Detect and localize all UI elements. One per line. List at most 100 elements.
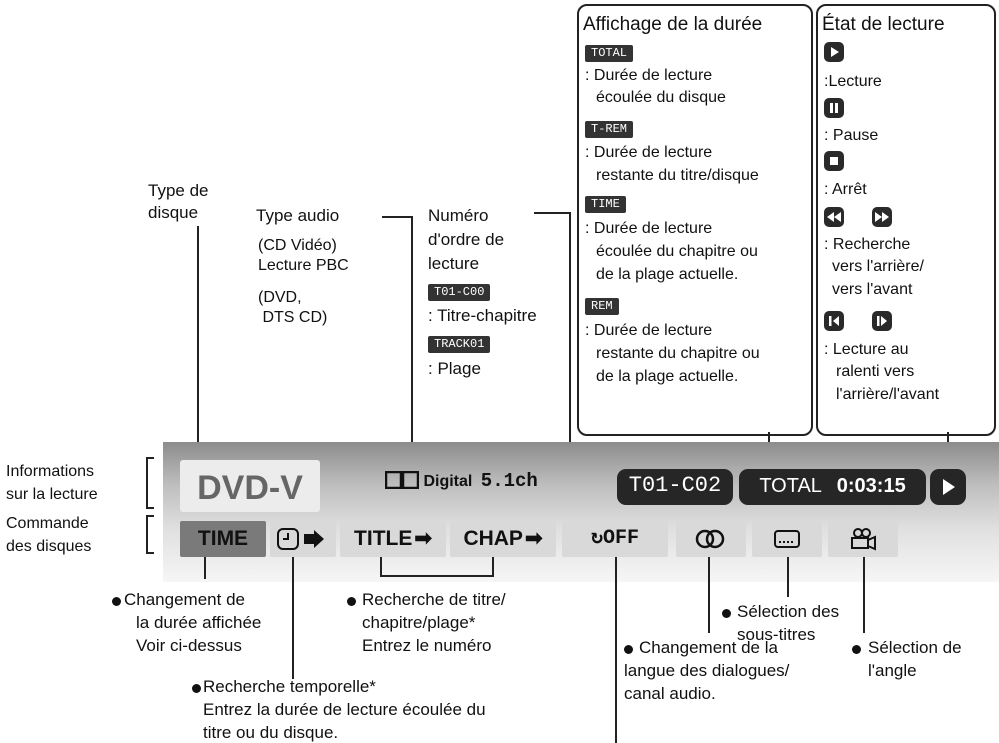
bullet [624,645,633,654]
time-search-button[interactable] [270,521,336,557]
etat-lecture-title: État de lecture [822,14,945,35]
badge-titre-chapitre: T01-C00 [428,282,491,301]
brackets [146,457,154,554]
leader-title-chap-join [380,575,494,577]
badge-track: TRACK01 [428,334,491,353]
anno-recherche-titre-1: Recherche de titre/ [362,590,506,609]
total-label: TOTAL [759,475,822,497]
audio-button[interactable] [676,521,746,557]
label-numero-1: Numéro [428,206,489,225]
label-informations-1: Informations [6,463,95,480]
desc-plage: : Plage [428,359,481,378]
etat-ralenti-2: ralenti vers [836,363,915,380]
duree-time-1: : Durée de lecture [585,220,713,237]
duree-time-2: écoulée du chapitre ou [596,243,758,260]
title-chapter-display: T01-C02 [617,469,733,505]
etat-pause-label: : Pause [824,127,879,144]
audio-format-display: Digital 5.1ch [384,470,538,492]
leader-angle [863,557,865,633]
anno-temporelle-1: Recherche temporelle* [203,677,376,696]
title-search-button[interactable]: TITLE➡ [340,521,446,557]
anno-langue-2: langue des dialogues/ [624,661,790,680]
etat-arret-label: : Arrêt [824,181,867,198]
anno-changement-3: Voir ci-dessus [136,636,242,655]
leader-line-numero-v [569,212,571,488]
anno-sous-titres-2: sous-titres [737,625,816,644]
title-button-label: TITLE [354,527,413,550]
label-numero-3: lecture [428,254,480,273]
time-button[interactable]: TIME [180,521,266,557]
etat-recherche-2: vers l'arrière/ [832,258,924,275]
fast-forward-icon [872,207,892,227]
anno-changement-2: la durée affichée [136,613,262,632]
etat-recherche-1: : Recherche [824,236,911,253]
anno-angle-1: Sélection de [868,638,962,657]
subtitle-icon [774,530,800,548]
play-status-icon [930,469,966,505]
subtitle-button[interactable] [752,521,822,557]
etat-lecture-box [816,4,996,436]
play-icon [824,42,844,62]
time-button-label: TIME [197,527,249,550]
affichage-duree-box [577,4,813,436]
label-audio-sub-3: (DVD, [258,289,302,306]
angle-button[interactable] [828,521,898,557]
label-commande-1: Commande [6,515,89,532]
anno-recherche-titre-2: chapitre/plage* [362,613,476,632]
pause-icon [824,98,844,118]
anno-angle-2: l'angle [868,661,917,680]
duree-rem-3: de la plage actuelle. [596,368,739,385]
duree-time-3: de la plage actuelle. [596,266,739,283]
slow-reverse-icon [824,311,844,331]
etat-ralenti-1: : Lecture au [824,341,909,358]
leader-line-numero-h1 [534,212,570,214]
label-audio-sub-4: DTS CD) [258,309,328,326]
anno-sous-titres-1: Sélection des [737,602,840,621]
anno-temporelle-2: Entrez la durée de lecture écoulée du [203,700,486,719]
leader-line-audio-h [382,216,412,218]
audio-channel-icon [695,529,725,549]
etat-recherche-3: vers l'avant [832,281,913,298]
anno-temporelle-3: titre ou du disque. [203,723,339,742]
bullet [112,597,121,606]
etat-ralenti-3: l'arrière/l'avant [836,386,940,403]
leader-chap [492,557,494,577]
bullet [347,597,356,606]
anno-langue-3: canal audio. [624,684,716,703]
bullet [192,684,201,693]
duree-rem-1: : Durée de lecture [585,322,713,339]
label-audio-sub-1: (CD Vidéo) [258,237,337,254]
duree-rem-2: restante du chapitre ou [596,345,760,362]
leader-line-audio-v [411,216,413,468]
label-commande-2: des disques [6,538,92,555]
leader-sous-titres [787,557,789,597]
label-type-disque-2: disque [148,203,199,222]
chapter-search-button[interactable]: CHAP➡ [450,521,556,557]
repeat-label: OFF [603,527,640,550]
anno-changement-1: Changement de [124,590,245,609]
anno-recherche-titre-3: Entrez le numéro [362,636,492,655]
label-numero-2: d'ordre de [428,230,505,249]
etat-lecture-label: :Lecture [824,73,882,90]
label-type-audio: Type audio [256,206,340,225]
badge-t-rem: T-REM [585,119,634,138]
disc-type-display: DVD-V [180,460,320,512]
time-display: TOTAL 0:03:15 [739,469,926,505]
anno-langue-1: Changement de la [639,638,778,657]
duree-trem-1: : Durée de lecture [585,144,713,161]
total-time: 0:03:15 [836,475,906,497]
leader-title [380,557,382,577]
label-informations-2: sur la lecture [6,486,98,503]
leader-time [204,557,206,579]
bullet [722,609,731,618]
leader-line-disque [197,226,199,462]
repeat-button[interactable]: ↻OFF [562,521,668,557]
channels-label: 5.1ch [480,470,538,492]
dolby-icon [384,470,420,490]
badge-rem: REM [585,296,619,315]
leader-temporelle [292,557,294,679]
slow-forward-icon [872,311,892,331]
duree-total-2: écoulée du disque [596,89,726,106]
digital-label: Digital [423,473,473,490]
affichage-duree-title: Affichage de la durée [583,14,763,35]
